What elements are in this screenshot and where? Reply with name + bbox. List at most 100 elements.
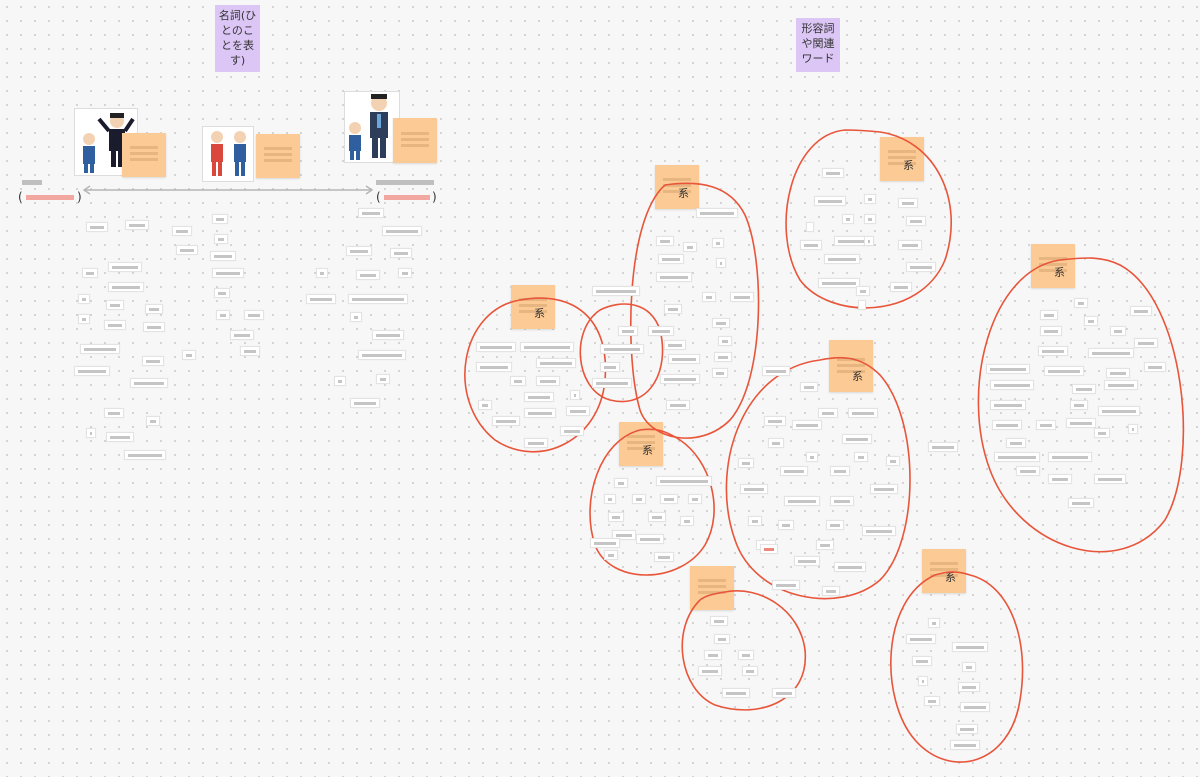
word-chip[interactable] [890,282,912,292]
word-chip[interactable] [524,438,548,448]
header-note-adjective[interactable]: 形容詞や関連ワード [796,18,840,72]
word-chip[interactable] [712,238,724,248]
word-chip[interactable] [848,408,878,418]
word-chip[interactable] [80,344,120,354]
word-chip[interactable] [928,442,958,452]
cluster-sticky-5[interactable]: 系 [829,340,873,392]
word-chip[interactable] [600,362,620,372]
word-chip[interactable] [210,251,236,261]
word-chip[interactable] [524,408,556,418]
word-chip[interactable] [536,376,560,386]
word-chip[interactable] [1066,418,1096,428]
word-chip[interactable] [702,292,716,302]
word-chip[interactable] [1128,424,1138,434]
word-chip[interactable] [680,516,694,526]
word-chip[interactable] [800,382,818,392]
word-chip[interactable] [898,198,918,208]
word-chip[interactable] [78,294,90,304]
word-chip[interactable] [398,268,412,278]
header-note-noun[interactable]: 名詞(ひとのことを表す) [215,5,260,72]
word-chip[interactable] [1048,474,1072,484]
word-chip[interactable] [346,246,372,256]
word-chip[interactable] [592,286,640,296]
word-chip[interactable] [592,378,632,388]
sticky-note-figure-3[interactable] [393,118,437,163]
word-chip[interactable] [1072,384,1096,394]
sticky-note-figure-2[interactable] [256,134,300,178]
word-chip[interactable] [816,540,834,550]
word-chip[interactable] [792,420,822,430]
sticky-note-figure-1[interactable] [122,133,166,177]
word-chip[interactable] [956,724,978,734]
word-chip[interactable] [172,226,192,236]
word-chip[interactable] [476,362,512,372]
word-chip[interactable] [216,310,230,320]
word-chip[interactable] [106,300,124,310]
word-chip[interactable] [992,420,1022,430]
word-chip[interactable] [146,416,160,426]
word-chip[interactable] [478,400,492,410]
word-chip[interactable] [772,688,796,698]
word-chip[interactable] [632,494,646,504]
word-chip[interactable] [822,586,840,596]
word-chip[interactable] [1088,348,1134,358]
word-chip[interactable] [748,516,762,526]
word-chip[interactable] [660,374,700,384]
word-chip[interactable] [1048,452,1092,462]
word-chip[interactable] [604,550,618,560]
word-chip[interactable] [990,380,1034,390]
word-chip[interactable] [125,220,149,230]
word-chip[interactable] [145,304,163,314]
word-chip[interactable] [176,245,198,255]
word-chip[interactable] [214,234,228,244]
word-chip[interactable] [1094,474,1126,484]
word-chip[interactable] [86,222,108,232]
word-chip[interactable] [230,330,254,340]
word-chip[interactable] [142,356,164,366]
word-chip[interactable] [1130,306,1152,316]
word-chip[interactable] [600,344,644,354]
word-chip[interactable] [714,352,732,362]
word-chip[interactable] [124,450,166,460]
word-chip[interactable] [660,494,678,504]
word-chip[interactable] [806,222,814,232]
word-chip[interactable] [862,526,896,536]
word-chip[interactable] [82,268,98,278]
word-chip[interactable] [566,406,590,416]
word-chip[interactable] [668,354,700,364]
word-chip[interactable] [912,656,932,666]
word-chip[interactable] [656,236,674,246]
word-chip[interactable] [794,556,820,566]
word-chip[interactable] [143,322,165,332]
word-chip[interactable] [764,416,786,426]
word-chip[interactable] [864,214,876,224]
word-chip[interactable] [960,702,990,712]
word-chip[interactable] [1040,326,1062,336]
word-chip[interactable] [683,242,697,252]
word-chip[interactable] [1106,368,1130,378]
word-chip[interactable] [870,484,898,494]
word-chip[interactable] [704,650,722,660]
cluster-sticky-4[interactable]: 系 [1031,244,1075,288]
word-chip[interactable] [376,374,390,384]
word-chip[interactable] [1110,326,1126,336]
word-chip[interactable] [826,520,844,530]
word-chip[interactable] [688,494,702,504]
word-chip[interactable] [78,314,90,324]
word-chip[interactable] [906,262,936,272]
word-chip[interactable] [740,484,768,494]
word-chip[interactable] [780,466,808,476]
word-chip[interactable] [664,340,686,350]
word-chip[interactable] [348,294,408,304]
word-chip[interactable] [106,432,134,442]
word-chip[interactable] [814,196,846,206]
word-chip[interactable] [778,520,794,530]
word-chip[interactable] [536,358,576,368]
word-chip[interactable] [772,580,800,590]
word-chip[interactable] [648,326,674,336]
word-chip[interactable] [648,512,666,522]
word-chip[interactable] [492,416,520,426]
word-chip[interactable] [1040,310,1058,320]
word-chip[interactable] [842,214,854,224]
